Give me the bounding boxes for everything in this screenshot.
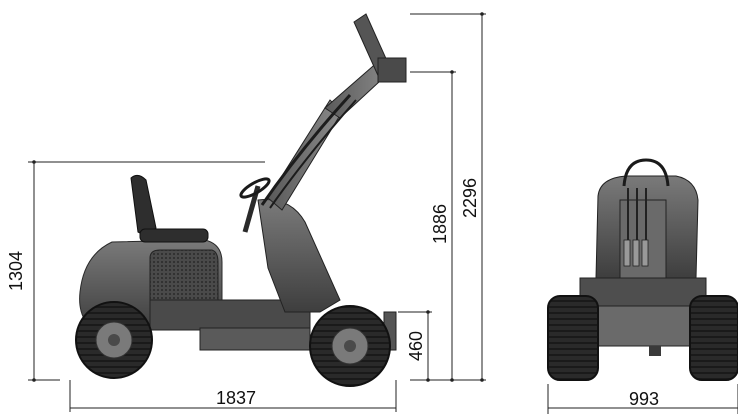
- front-view-bumper: [595, 305, 693, 347]
- dimension-label-1304: 1304: [6, 251, 26, 291]
- dimension-label-1886: 1886: [430, 204, 450, 244]
- attachment-head: [377, 57, 407, 83]
- hydraulic-hose: [260, 93, 352, 206]
- front-view-loader: [547, 158, 738, 381]
- seat-cushion: [139, 228, 209, 243]
- rear-wheel-hub: [108, 334, 120, 346]
- front-wheel-hub: [344, 340, 356, 352]
- dimension-label-460: 460: [406, 331, 426, 361]
- front-view-hitch: [649, 346, 661, 356]
- dimension-lines: [28, 12, 738, 414]
- hydraulic-couplers: [623, 188, 649, 267]
- seat-back: [130, 174, 157, 237]
- dimension-label-993: 993: [629, 389, 659, 409]
- front-view-right-tire: [689, 295, 738, 381]
- hydraulic-hose-2: [269, 99, 357, 209]
- dimension-label-1837: 1837: [216, 388, 256, 408]
- steering-wheel: [239, 177, 271, 199]
- front-view-chassis: [579, 277, 707, 309]
- front-view-hose-loop: [622, 158, 670, 187]
- dimension-label-2296: 2296: [460, 178, 480, 218]
- front-cowl: [257, 198, 341, 313]
- lower-plate: [199, 327, 311, 351]
- side-view-loader: [75, 13, 407, 387]
- front-view-left-tire: [547, 295, 599, 381]
